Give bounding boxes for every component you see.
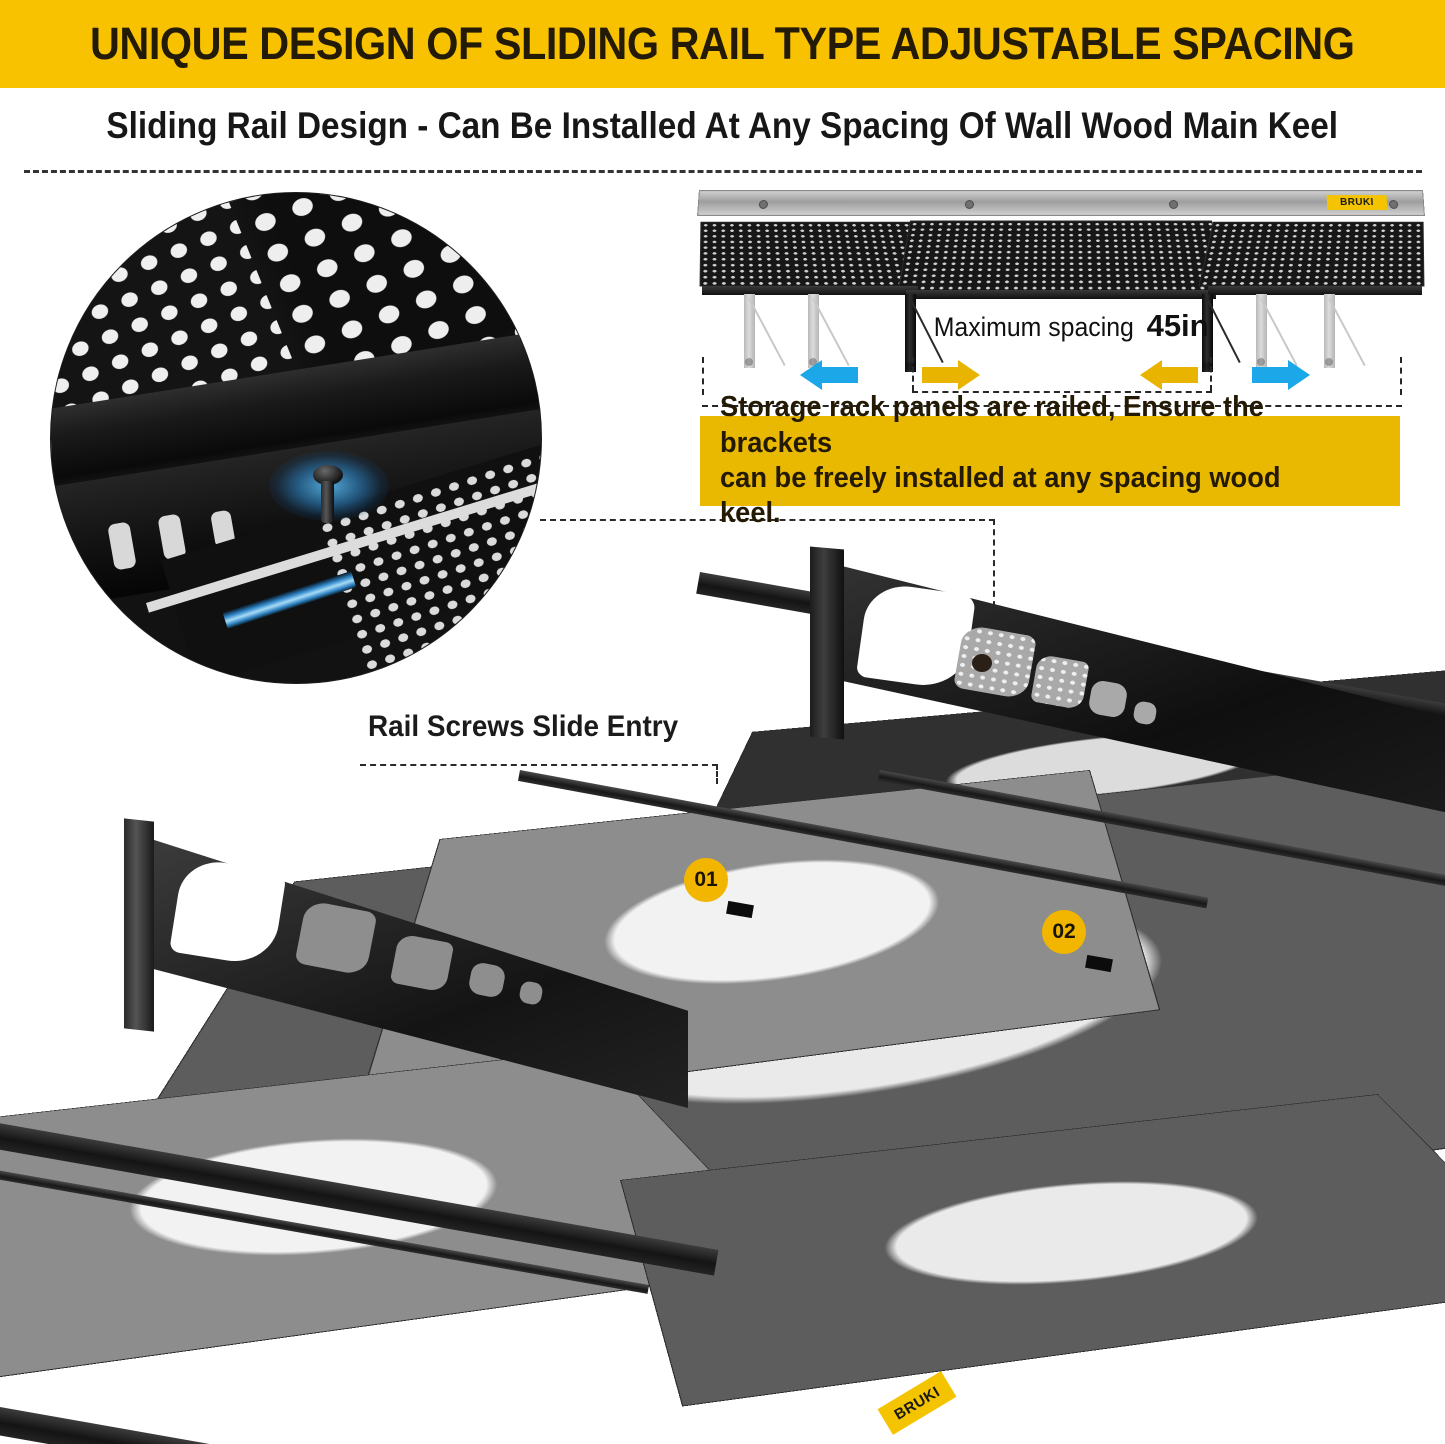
badge-02: 02 (1042, 910, 1086, 954)
max-spacing-value: 45in (1147, 308, 1209, 343)
badge-01: 01 (684, 858, 728, 902)
wall-rail-strip: BRUKI (697, 190, 1425, 216)
arrow-spacing-left-icon (1140, 360, 1198, 390)
brand-badge: BRUKI (1327, 195, 1388, 210)
shelf-lip-right (1208, 286, 1422, 295)
bracket-left-upright (124, 818, 154, 1031)
product-photo-rack (0, 520, 1445, 1444)
inset-screw-shaft (321, 481, 334, 523)
measure-tick-outer-right (1400, 357, 1402, 395)
bracket-right-mount-hole (972, 654, 992, 672)
bracket-right-cutout-2 (953, 624, 1037, 700)
divider-dashed-top (24, 170, 1422, 173)
max-spacing-label: Maximum spacing (934, 312, 1134, 343)
page-subtitle: Sliding Rail Design - Can Be Installed A… (107, 105, 1339, 147)
bracket-right-cutout-3 (1030, 654, 1090, 710)
shelf-panel-center (898, 221, 1225, 292)
measure-tick-inner-right (1210, 357, 1212, 391)
subtitle-row: Sliding Rail Design - Can Be Installed A… (0, 90, 1445, 162)
shelf-lip-center (906, 290, 1216, 299)
arrow-expand-left-icon (800, 360, 858, 390)
shelf-panel-right (1198, 222, 1424, 287)
rack-frame-edge-bottom (0, 1400, 945, 1444)
page-title: UNIQUE DESIGN OF SLIDING RAIL TYPE ADJUS… (90, 18, 1355, 70)
brand-badge-label: BRUKI (1340, 197, 1374, 208)
rail-screw-2 (965, 200, 974, 209)
shelf-panel-left (700, 222, 928, 287)
info-callout-box: Storage rack panels are railed, Ensure t… (700, 416, 1400, 506)
rail-screw-4 (1389, 200, 1399, 209)
rail-entry-underline (360, 764, 718, 766)
badge-01-label: 01 (694, 868, 717, 892)
header-band: UNIQUE DESIGN OF SLIDING RAIL TYPE ADJUS… (0, 0, 1445, 88)
badge-02-label: 02 (1052, 920, 1075, 944)
bracket-right-upright (810, 547, 844, 740)
rail-entry-label: Rail Screws Slide Entry (368, 710, 678, 744)
arrow-spacing-right-icon (922, 360, 980, 390)
callout-line-1: Storage rack panels are railed, Ensure t… (720, 390, 1340, 461)
arrow-expand-right-icon (1252, 360, 1310, 390)
bracket-left-cutout-3 (390, 933, 455, 993)
max-spacing-annotation: Maximum spacing 45in (925, 308, 1209, 344)
measure-tick-inner-left (912, 357, 914, 391)
rail-screw-1 (759, 200, 769, 209)
bracket-left-cutout-2 (295, 900, 378, 977)
measure-tick-outer-left (702, 357, 704, 395)
rail-entry-tick (716, 764, 718, 784)
rail-screw-3 (1169, 200, 1178, 209)
